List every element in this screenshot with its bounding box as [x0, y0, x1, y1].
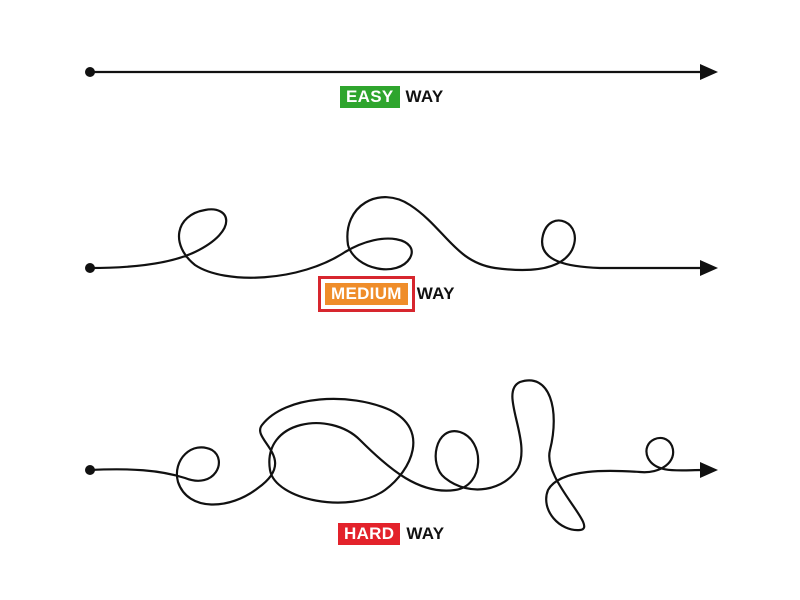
hard-badge: HARD	[338, 523, 401, 545]
easy-path	[85, 64, 718, 80]
hard-line	[89, 379, 704, 532]
hard-way-label: HARD WAY	[338, 523, 444, 545]
medium-way-text: WAY	[416, 284, 455, 303]
medium-way-label: MEDIUM WAY	[318, 276, 455, 312]
easy-arrowhead	[700, 64, 718, 80]
medium-path	[85, 196, 718, 279]
easy-badge: EASY	[340, 86, 400, 108]
hard-way-text: WAY	[406, 524, 445, 543]
medium-arrowhead	[700, 260, 718, 276]
medium-highlight-frame: MEDIUM	[318, 276, 415, 312]
hard-path	[85, 379, 718, 532]
medium-line	[89, 196, 703, 279]
easy-way-text: WAY	[405, 87, 444, 106]
easy-way-label: EASY WAY	[340, 86, 444, 108]
hard-arrowhead	[700, 462, 718, 478]
medium-badge: MEDIUM	[325, 283, 408, 305]
